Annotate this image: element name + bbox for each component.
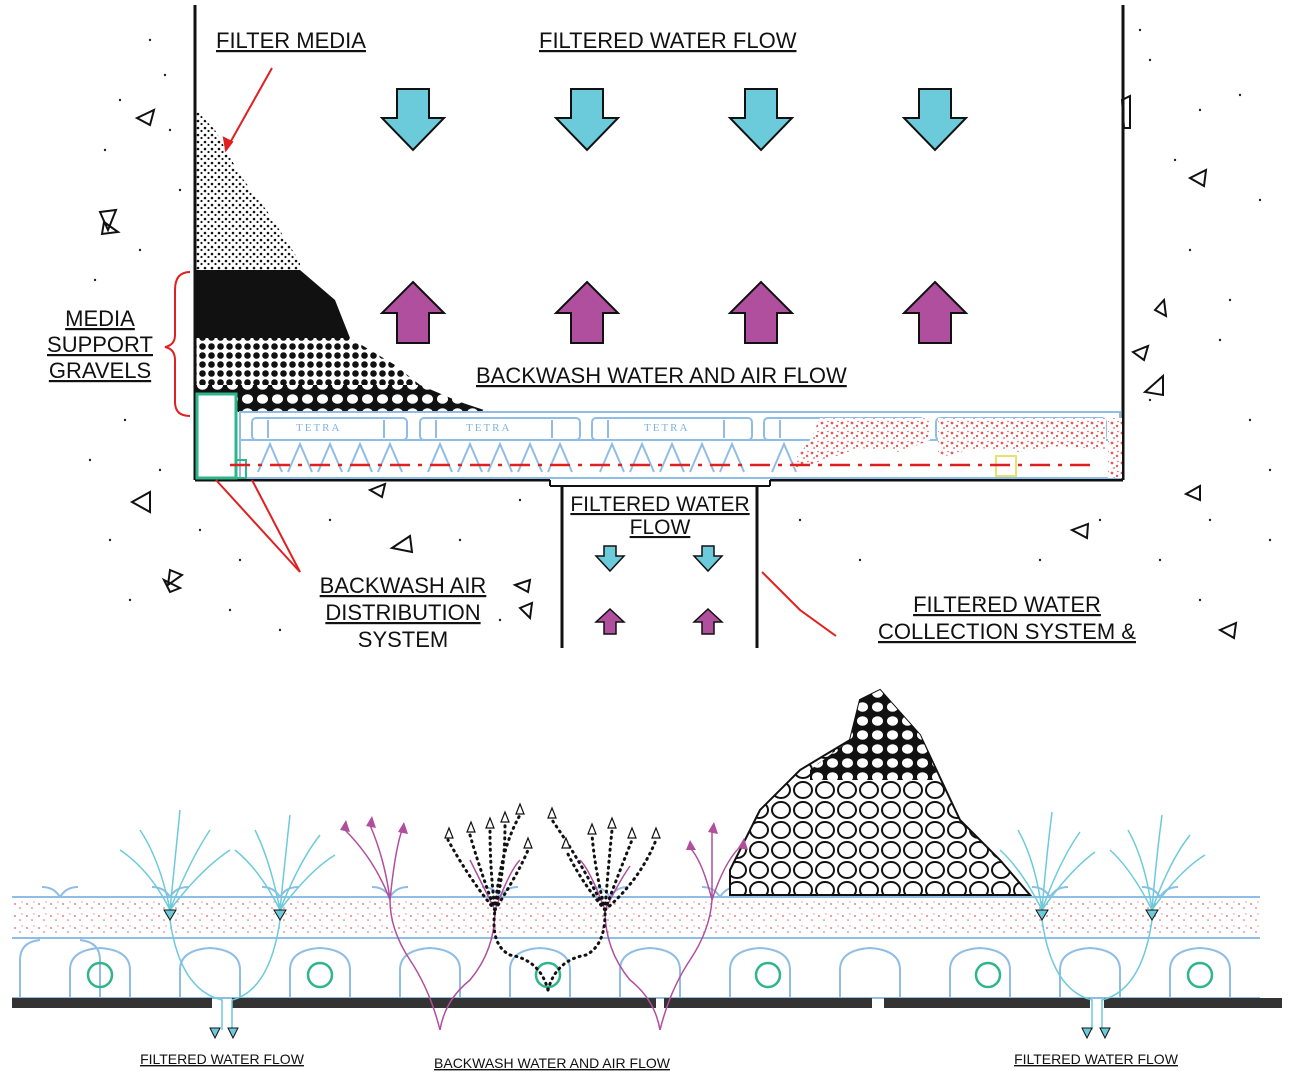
filter-basin [88,5,1272,648]
label-filtered-water-flow: FILTERED WATER FLOW [539,28,797,53]
filtered-flow-arrows [379,88,969,152]
label-backwash-water-air: BACKWASH WATER AND AIR FLOW [476,363,847,388]
label-filtered-water-collection-2: COLLECTION SYSTEM & [878,619,1136,644]
top-labels: FILTER MEDIA FILTERED WATER FLOW MEDIA S… [47,28,1136,652]
tetra-labels: TETRA TETRA TETRA [296,422,689,434]
label-left-filtered-water-flow: FILTERED WATER FLOW [140,1051,305,1067]
svg-text:TETRA: TETRA [644,422,689,434]
label-distribution: DISTRIBUTION [325,600,480,625]
media-in-blocks [790,418,1122,478]
svg-text:TETRA: TETRA [466,422,511,434]
label-gravels: GRAVELS [49,358,151,383]
media-support-gravels-layers [196,270,490,412]
label-filter-media: FILTER MEDIA [216,28,366,53]
label-channel-flow: FLOW [630,516,691,539]
label-right-filtered-water-flow: FILTERED WATER FLOW [1014,1051,1179,1067]
channel-flow-arrows [594,545,724,635]
concrete-speckle [88,28,1272,632]
backwash-flow-arrows [379,280,969,344]
concrete-aggregate [98,94,1238,640]
underdrain-detail [12,688,1282,1040]
bottom-labels: FILTERED WATER FLOW BACKWASH WATER AND A… [140,1051,1179,1071]
label-filtered-water-collection-1: FILTERED WATER [913,592,1101,617]
gravels-bracket [164,271,191,417]
label-center-backwash: BACKWASH WATER AND AIR FLOW [434,1055,671,1071]
filter-media-layer [196,110,300,270]
leader-lines [215,67,837,637]
air-distribution-channel [195,392,1095,480]
svg-text:TETRA: TETRA [296,422,341,434]
label-system: SYSTEM [358,627,448,652]
label-media: MEDIA [65,306,135,331]
label-support: SUPPORT [47,332,153,357]
label-backwash-air: BACKWASH AIR [320,573,487,598]
label-channel-filtered-water: FILTERED WATER [570,493,749,516]
